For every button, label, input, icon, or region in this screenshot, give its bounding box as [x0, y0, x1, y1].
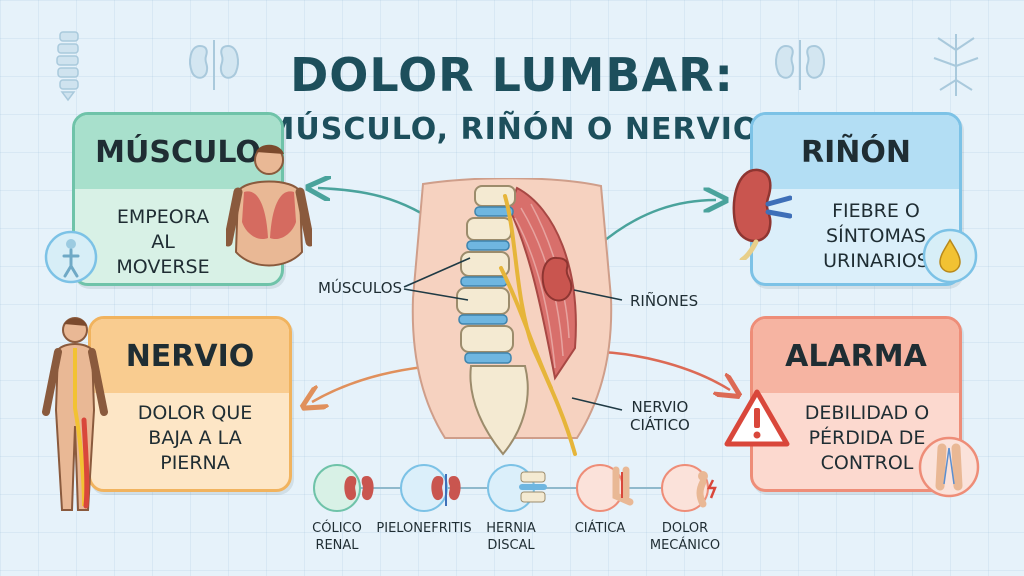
lumbar-anatomy-illustration — [411, 178, 613, 456]
card-rinon-line3: URINARIOS — [823, 250, 929, 272]
card-musculo-title: MÚSCULO — [75, 115, 281, 189]
kidney-icon — [400, 464, 461, 512]
kidneys-icon — [189, 40, 239, 90]
condition-label-line2: DISCAL — [487, 538, 535, 553]
condition-label-line1: PIELONEFRITIS — [376, 521, 472, 536]
card-alarma-line1: DEBILIDAD O — [804, 402, 930, 424]
nerve-icon — [933, 34, 979, 96]
card-alarma-title: ALARMA — [753, 319, 959, 393]
condition-label-line1: DOLOR — [661, 521, 709, 536]
card-musculo-line1: EMPEORA — [116, 206, 210, 228]
urine-drop-icon — [922, 228, 978, 284]
card-musculo-text: EMPEORA AL MOVERSE — [103, 205, 223, 280]
label-nervio-line1: NERVIO — [631, 398, 689, 416]
condition-label-line2: RENAL — [315, 538, 359, 553]
legs-nerve-icon — [918, 436, 980, 498]
condition-hernia-discal: HERNIA DISCAL — [456, 464, 566, 554]
condition-ciatica: CIÁTICA — [545, 464, 655, 537]
body-sciatic-nerve-icon — [42, 317, 108, 511]
title-line-1: DOLOR LUMBAR: — [290, 48, 734, 102]
kidneys-icon-right — [775, 40, 825, 90]
label-musculos: MÚSCULOS — [318, 279, 403, 297]
spine-disc-icon — [487, 464, 547, 512]
card-alarma-line3: CONTROL — [820, 452, 914, 474]
label-rinones: RIÑONES — [630, 292, 699, 310]
card-nervio-line3: PIERNA — [160, 452, 230, 474]
back-pain-icon — [661, 464, 717, 512]
card-rinon: RIÑÓN FIEBRE O SÍNTOMAS URINARIOS — [750, 112, 962, 286]
back-muscles-figure-icon — [226, 144, 312, 267]
card-alarma-text: DEBILIDAD O PÉRDIDA DE CONTROL — [797, 401, 937, 476]
card-nervio-title: NERVIO — [91, 319, 289, 393]
card-nervio-line2: BAJA A LA — [148, 427, 242, 449]
label-nervio-ciatico: NERVIO CIÁTICO — [630, 398, 690, 434]
card-nervio: NERVIO DOLOR QUE BAJA A LA PIERNA — [88, 316, 292, 492]
spine-icon — [56, 31, 79, 102]
condition-label-line1: CÓLICO — [312, 521, 362, 536]
label-nervio-line2: CIÁTICO — [630, 416, 690, 434]
posture-icon — [44, 230, 98, 284]
card-musculo-line2: AL MOVERSE — [116, 231, 210, 278]
condition-pielonefritis: PIELONEFRITIS — [369, 464, 479, 537]
condition-colico-renal: CÓLICO RENAL — [282, 464, 392, 554]
card-rinon-line1: FIEBRE O — [832, 200, 920, 222]
kidney-icon — [732, 168, 792, 260]
card-rinon-line2: SÍNTOMAS — [826, 225, 926, 247]
warning-icon — [724, 389, 790, 447]
card-alarma-line2: PÉRDIDA DE — [808, 427, 926, 449]
card-nervio-text: DOLOR QUE BAJA A LA PIERNA — [125, 401, 265, 476]
title-line-2: MÚSCULO, RIÑÓN O NERVIO — [264, 112, 760, 147]
condition-label-line1: HERNIA — [486, 521, 536, 536]
card-nervio-line1: DOLOR QUE — [137, 402, 253, 424]
card-rinon-title: RIÑÓN — [753, 115, 959, 189]
leg-icon — [576, 464, 634, 512]
kidney-icon — [313, 464, 374, 512]
condition-label-line1: CIÁTICA — [574, 521, 626, 536]
condition-label-line2: MECÁNICO — [649, 538, 721, 553]
condition-dolor-mecanico: DOLOR MECÁNICO — [630, 464, 740, 554]
card-rinon-text: FIEBRE O SÍNTOMAS URINARIOS — [811, 199, 941, 274]
